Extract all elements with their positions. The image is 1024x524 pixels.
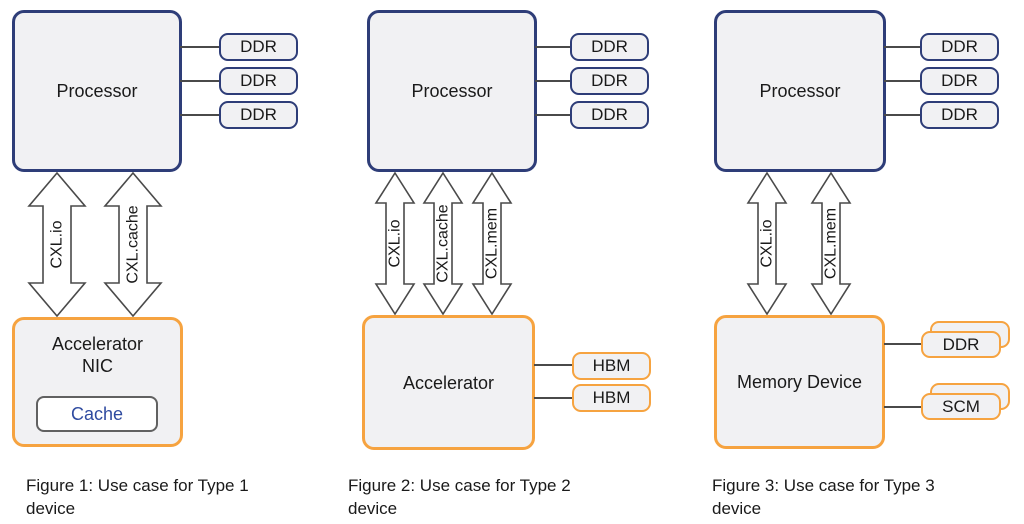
ddr-box: DDR — [219, 33, 298, 61]
accelerator-label: Accelerator — [402, 372, 495, 393]
ddr-connector-line — [884, 80, 920, 82]
ddr-box: DDR — [570, 33, 649, 61]
cxl-io-bidirectional-arrow: CXL.io — [27, 171, 87, 318]
ddr-label: DDR — [240, 37, 277, 56]
processor-label: Processor — [411, 80, 493, 101]
figure-caption: Figure 3: Use case for Type 3 device — [712, 476, 935, 518]
ddr-box: DDR — [920, 101, 999, 129]
ddr-box: DDR — [921, 331, 1001, 358]
ddr-label: DDR — [941, 37, 978, 56]
hbm-label: HBM — [592, 356, 631, 375]
memory-device-label: Memory Device — [736, 372, 863, 392]
cxl-io-bidirectional-arrow: CXL.io — [746, 171, 788, 316]
scm-connector-line — [884, 406, 922, 408]
ddr-connector-line — [535, 46, 571, 48]
accelerator-nic-label: Accelerator NIC — [51, 334, 144, 376]
ddr-connector-line — [884, 343, 922, 345]
scm-box: SCM — [921, 393, 1001, 420]
ddr-box: DDR — [570, 101, 649, 129]
ddr-connector-line — [884, 46, 920, 48]
ddr-box: DDR — [920, 67, 999, 95]
hbm-connector-line — [534, 397, 572, 399]
ddr-label: DDR — [240, 71, 277, 90]
ddr-box: DDR — [570, 67, 649, 95]
ddr-box: DDR — [920, 33, 999, 61]
accelerator-box: Accelerator — [362, 315, 535, 450]
hbm-connector-line — [534, 364, 572, 366]
processor-box: Processor — [367, 10, 537, 172]
ddr-label: DDR — [591, 37, 628, 56]
processor-box: Processor — [12, 10, 182, 172]
cxl-cache-label: CXL.cache — [125, 205, 142, 283]
cxl-mem-bidirectional-arrow: CXL.mem — [810, 171, 852, 316]
cxl-io-label: CXL.io — [387, 219, 404, 267]
ddr-label: DDR — [941, 71, 978, 90]
ddr-label: DDR — [591, 105, 628, 124]
figure-caption: Figure 1: Use case for Type 1 device — [26, 476, 249, 518]
memory-device-box: Memory Device — [714, 315, 885, 449]
cxl-mem-label: CXL.mem — [484, 208, 501, 279]
ddr-connector-line — [180, 80, 220, 82]
hbm-box: HBM — [572, 352, 651, 380]
ddr-label: DDR — [942, 334, 980, 354]
ddr-label: DDR — [591, 71, 628, 90]
cxl-io-label: CXL.io — [49, 220, 66, 268]
processor-label: Processor — [759, 80, 841, 101]
cxl-mem-bidirectional-arrow: CXL.mem — [471, 171, 513, 316]
ddr-label: DDR — [941, 105, 978, 124]
ddr-label: DDR — [240, 105, 277, 124]
scm-label: SCM — [942, 396, 980, 416]
hbm-label: HBM — [592, 388, 631, 407]
ddr-box: DDR — [219, 101, 298, 129]
cxl-mem-label: CXL.mem — [823, 208, 840, 279]
ddr-connector-line — [535, 114, 571, 116]
cxl-io-label: CXL.io — [759, 219, 776, 267]
cxl-cache-bidirectional-arrow: CXL.cache — [103, 171, 163, 318]
cache-box: Cache — [36, 396, 158, 432]
cache-label: Cache — [70, 403, 124, 424]
cxl-io-bidirectional-arrow: CXL.io — [374, 171, 416, 316]
ddr-connector-line — [180, 46, 220, 48]
figure-caption: Figure 2: Use case for Type 2 device — [348, 476, 571, 518]
processor-box: Processor — [714, 10, 886, 172]
cxl-cache-bidirectional-arrow: CXL.cache — [422, 171, 464, 316]
ddr-connector-line — [180, 114, 220, 116]
ddr-connector-line — [884, 114, 920, 116]
ddr-connector-line — [535, 80, 571, 82]
ddr-box: DDR — [219, 67, 298, 95]
processor-label: Processor — [56, 80, 138, 101]
hbm-box: HBM — [572, 384, 651, 412]
cxl-cache-label: CXL.cache — [435, 204, 452, 282]
